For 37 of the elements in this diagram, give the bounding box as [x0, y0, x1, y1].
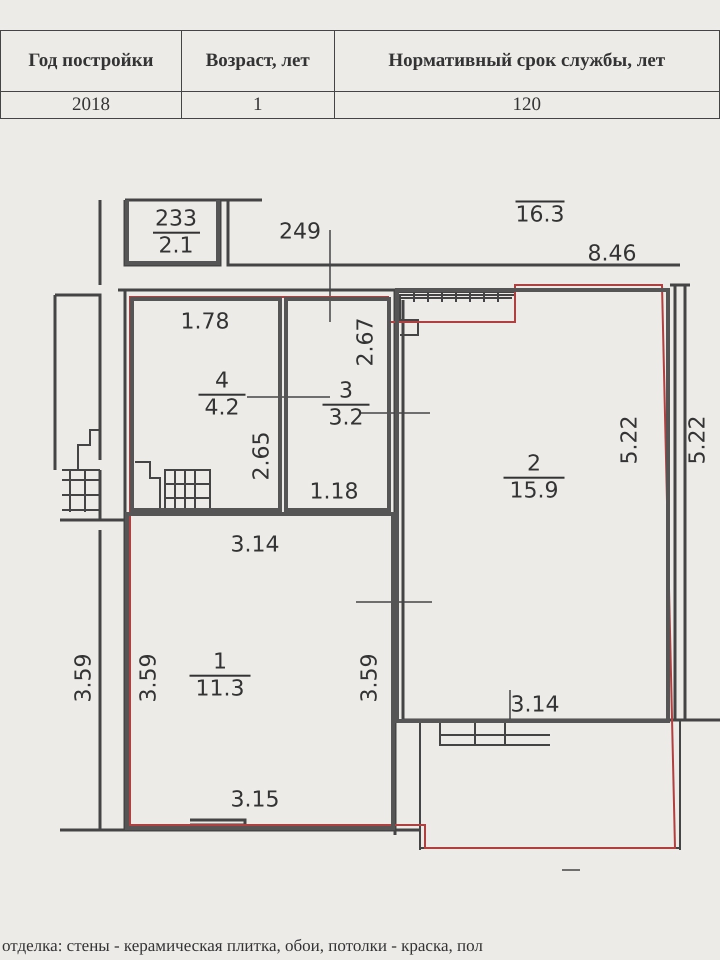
dimension-label: 2.65	[250, 432, 274, 480]
room-number: 233	[154, 206, 198, 232]
room-number: 3	[338, 378, 354, 404]
dimension-label: 3.59	[358, 654, 382, 702]
room-area: 4.2	[198, 394, 246, 422]
room-outline	[284, 297, 391, 512]
dimension-label: 5.22	[686, 416, 710, 464]
room-outline	[130, 297, 282, 512]
room-area: 15.9	[504, 477, 564, 504]
room-number: 4	[214, 368, 230, 394]
dimension-label: 2.67	[354, 318, 378, 366]
room-outline	[125, 200, 220, 265]
room-outline	[395, 288, 670, 723]
data-cell: 120	[334, 92, 720, 118]
dimension-label: 3.59	[136, 654, 162, 702]
dimension-label: 1.78	[180, 310, 230, 334]
data-cell: 1	[181, 92, 334, 118]
dimension-label: 249	[279, 220, 321, 244]
dimension-label: 8.46	[588, 242, 636, 266]
dimension-label: 5.22	[618, 416, 642, 464]
header-cell: Год постройки	[0, 30, 182, 92]
room-number: 1	[212, 650, 228, 675]
dimension-label: 3.59	[72, 654, 96, 702]
room-area: 3.2	[322, 404, 370, 432]
dimension-label: 3.15	[230, 788, 280, 812]
room-outline	[125, 512, 395, 830]
header-cell: Нормативный срок службы, лет	[334, 30, 720, 92]
dimension-label: 16.3	[516, 200, 564, 228]
dimension-label: 3.14	[510, 692, 560, 718]
data-cell: 2018	[0, 92, 182, 118]
finish-note: отделка: стены - керамическая плитка, обои, потолки - краска, пол	[2, 936, 483, 956]
room-area: 11.3	[190, 675, 250, 702]
room-area: 2.1	[152, 232, 200, 260]
dimension-label: 1.18	[310, 480, 358, 504]
room-number: 2	[526, 452, 542, 477]
dimension-label: 3.14	[230, 532, 280, 558]
header-cell: Возраст, лет	[181, 30, 334, 92]
